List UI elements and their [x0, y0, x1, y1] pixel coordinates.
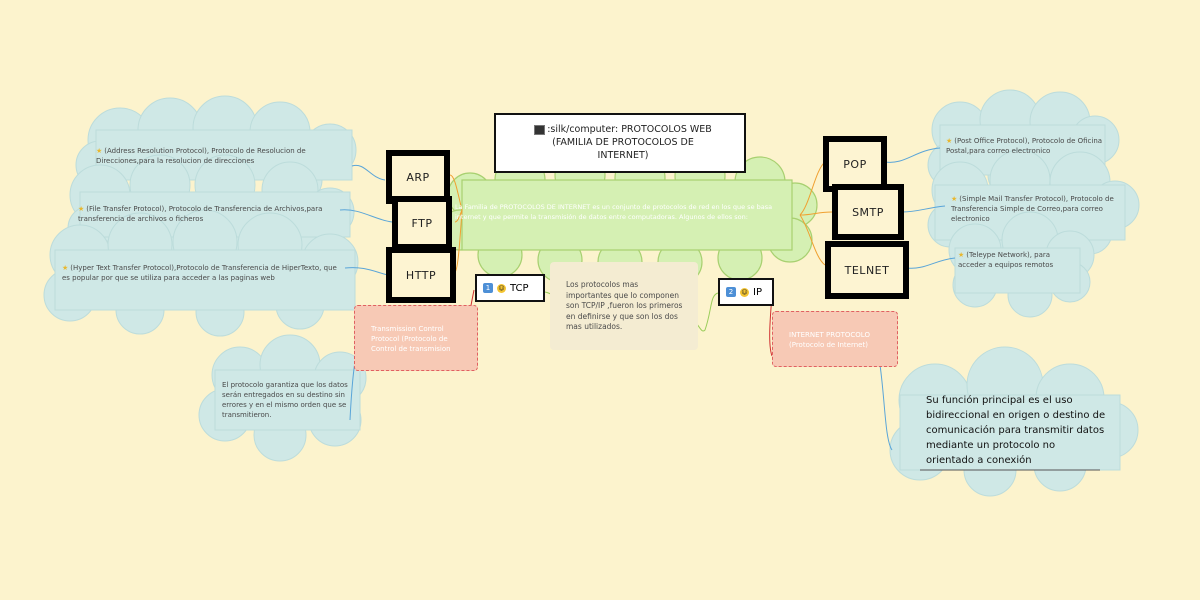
arp-note: ★(Address Resolution Protocol), Protocol… — [96, 146, 346, 166]
node-arp-label: ARP — [392, 156, 444, 198]
tcp-guarantee-text: El protocolo garantiza que los datos ser… — [222, 381, 348, 419]
node-smtp-label: SMTP — [838, 190, 898, 234]
smiley-icon: ☺ — [740, 287, 749, 297]
ftp-note: ★(File Transfer Protocol), Protocolo de … — [78, 204, 323, 224]
star-icon: ★ — [96, 147, 103, 155]
node-smtp[interactable]: SMTP — [832, 184, 904, 240]
smtp-note-link — [901, 205, 946, 213]
number-one-icon: 1 — [483, 283, 493, 293]
telnet-note: ★(Teleype Network), para acceder a equip… — [958, 250, 1073, 270]
star-icon: ★ — [958, 251, 965, 259]
tcp-node[interactable]: 1 ☺ TCP — [475, 274, 545, 302]
ip-function-text: Su función principal es el uso bidirecci… — [926, 395, 1106, 466]
center-arp-link — [449, 174, 463, 211]
node-telnet[interactable]: TELNET — [825, 241, 909, 299]
node-ftp-label: FTP — [398, 202, 446, 244]
arp-note-link — [351, 164, 386, 181]
title-line-1: :silk/computer: PROTOCOLOS WEB — [547, 124, 712, 135]
node-ftp[interactable]: FTP — [392, 196, 452, 250]
star-icon: ★ — [946, 137, 953, 145]
smiley-icon: ☺ — [497, 283, 506, 293]
node-pop-label: POP — [829, 142, 881, 186]
telnet-note-link — [906, 257, 956, 269]
center-description: La Familia de PROTOCOLOS DE INTERNET es … — [455, 203, 773, 221]
center-pop-link — [799, 161, 826, 216]
http-note-text: (Hyper Text Transfer Protocol),Protocolo… — [62, 264, 337, 282]
ip-label: IP — [753, 286, 762, 298]
star-icon: ★ — [951, 195, 958, 203]
pop-note: ★(Post Office Protocol), Protocolo de Of… — [946, 136, 1106, 156]
number-two-icon: 2 — [726, 287, 736, 297]
ip-node[interactable]: 2 ☺ IP — [718, 278, 774, 306]
node-http-label: HTTP — [392, 253, 450, 297]
pop-note-link — [884, 147, 941, 163]
smtp-note-text: (Simple Mail Transfer Protocol), Protoco… — [951, 195, 1114, 223]
arp-note-text: (Address Resolution Protocol), Protocolo… — [96, 147, 306, 165]
node-telnet-label: TELNET — [831, 247, 903, 293]
http-note-cloud — [43, 209, 359, 337]
middle-note-box: Los protocolos mas importantes que lo co… — [550, 262, 698, 350]
tcp-label: TCP — [510, 282, 529, 294]
computer-icon — [534, 124, 546, 135]
title-line-2: (FAMILIA DE PROTOCOLOS DE — [552, 137, 694, 148]
center-telnet-link — [799, 214, 826, 266]
http-note: ★(Hyper Text Transfer Protocol),Protocol… — [62, 263, 342, 283]
http-note-link — [344, 267, 389, 276]
title-line-3: INTERNET) — [597, 150, 649, 161]
ip-definition-text: INTERNET PROTOCOLO (Protocolo de Interne… — [789, 331, 870, 349]
middle-note-text: Los protocolos mas importantes que lo co… — [566, 280, 683, 331]
ip-function-cloud — [889, 346, 1139, 497]
star-icon: ★ — [62, 264, 69, 272]
ip-function-link — [879, 364, 893, 451]
ftp-note-link — [339, 209, 393, 223]
node-pop[interactable]: POP — [823, 136, 887, 192]
ip-definition-box: INTERNET PROTOCOLO (Protocolo de Interne… — [772, 311, 898, 367]
telnet-note-cloud — [948, 211, 1095, 318]
smtp-note: ★(Simple Mail Transfer Protocol), Protoc… — [951, 194, 1116, 224]
pop-note-text: (Post Office Protocol), Protocolo de Ofi… — [946, 137, 1103, 155]
title-box[interactable]: :silk/computer: PROTOCOLOS WEB (FAMILIA … — [494, 113, 746, 173]
ftp-note-text: (File Transfer Protocol), Protocolo de T… — [78, 205, 323, 223]
tcp-guarantee-cloud — [198, 334, 367, 462]
tcp-definition-text: Transmission Control Protocol (Protocolo… — [371, 325, 451, 353]
node-arp[interactable]: ARP — [386, 150, 450, 204]
star-icon: ★ — [78, 205, 85, 213]
tcp-definition-box: Transmission Control Protocol (Protocolo… — [354, 305, 478, 371]
telnet-note-text: (Teleype Network), para acceder a equipo… — [958, 251, 1054, 269]
node-http[interactable]: HTTP — [386, 247, 456, 303]
center-smtp-link — [799, 211, 833, 216]
